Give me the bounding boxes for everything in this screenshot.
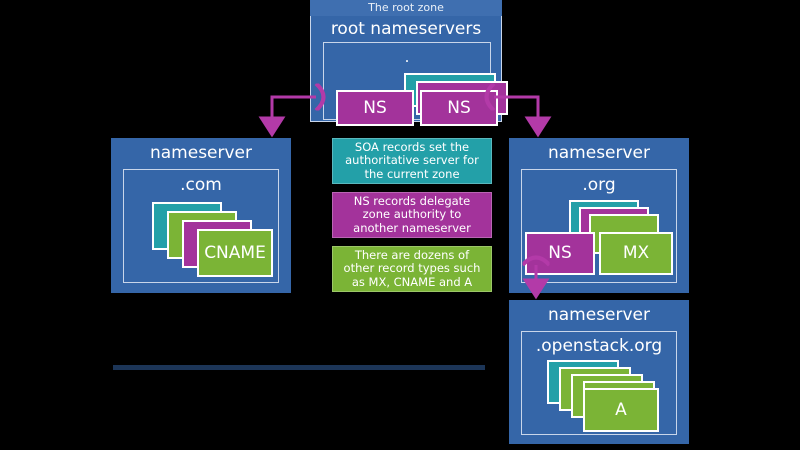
record-card-ns: NS xyxy=(525,232,595,275)
openstack-nameserver-box: nameserver .openstack.org A xyxy=(509,300,689,444)
record-card-ns-left: NS xyxy=(336,90,414,126)
record-card-a: A xyxy=(583,388,659,432)
org-nameserver-title: nameserver xyxy=(547,143,651,163)
record-card-mx: MX xyxy=(599,232,673,275)
root-nameservers-box: root nameservers . NS NS xyxy=(310,16,508,126)
com-zone-label: .com xyxy=(180,175,222,195)
record-card-ns-right: NS xyxy=(420,90,498,126)
openstack-nameserver-title: nameserver xyxy=(547,305,651,325)
legend-ns: NS records delegate zone authority to an… xyxy=(332,192,492,238)
org-zone-label: .org xyxy=(582,175,616,195)
org-nameserver-box: nameserver .org NS MX xyxy=(509,138,689,293)
record-card-cname: CNAME xyxy=(197,229,273,277)
bottom-divider xyxy=(113,365,485,370)
com-zone-inner: .com CNAME xyxy=(123,169,279,283)
root-zone-inner: . NS NS xyxy=(323,42,508,126)
com-nameserver-title: nameserver xyxy=(149,143,253,163)
com-nameserver-box: nameserver .com CNAME xyxy=(111,138,291,293)
root-zone-band-label: The root zone xyxy=(368,1,444,14)
root-zone-label: . xyxy=(404,48,410,66)
root-zone-band: The root zone xyxy=(310,0,502,16)
legend-soa: SOA records set the authoritative server… xyxy=(332,138,492,184)
openstack-zone-label: .openstack.org xyxy=(535,336,663,356)
legend-other-records: There are dozens of other record types s… xyxy=(332,246,492,292)
org-zone-inner: .org NS MX xyxy=(521,169,677,283)
root-nameservers-title: root nameservers xyxy=(330,19,482,39)
openstack-zone-inner: .openstack.org A xyxy=(521,331,677,435)
